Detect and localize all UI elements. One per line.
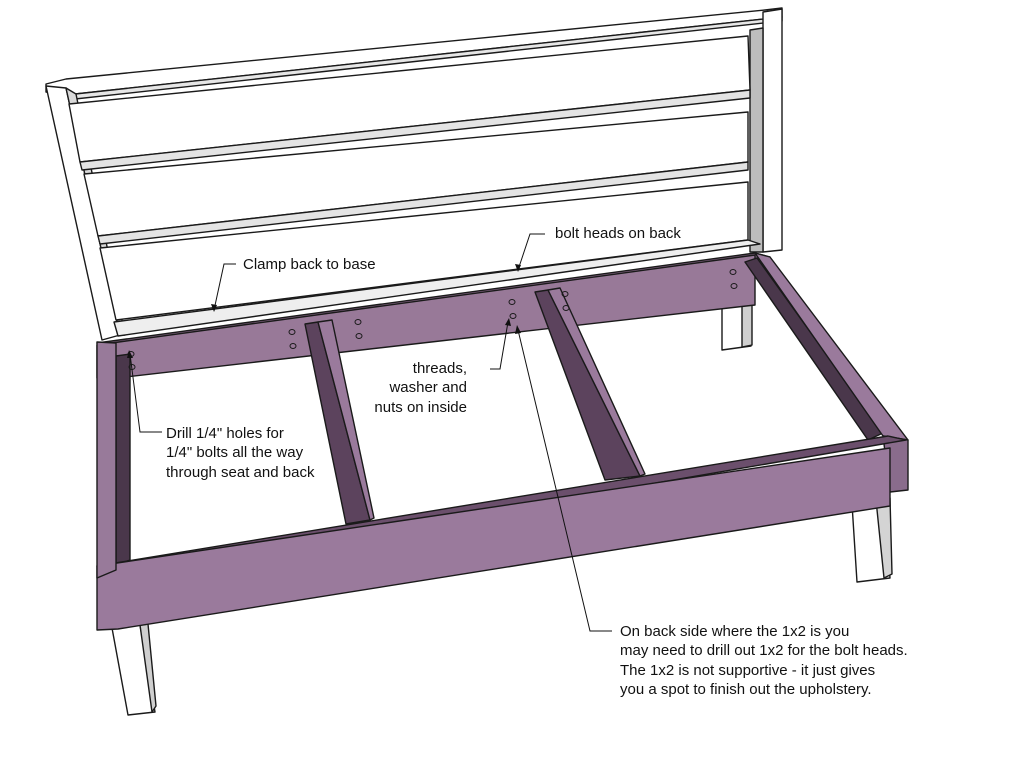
- bolt-hole: [354, 319, 362, 325]
- seat-right-rail-inner: [744, 257, 884, 441]
- label-threads-line-1: threads,: [413, 360, 467, 377]
- bolt-hole: [561, 291, 569, 297]
- label-drill-line-1: Drill 1/4" holes for: [166, 425, 284, 442]
- backrest-right-post: [762, 8, 783, 253]
- seat-front-rail: [96, 447, 891, 631]
- backrest: [45, 7, 783, 341]
- label-threads-line-3: nuts on inside: [374, 399, 467, 416]
- bolt-hole: [355, 333, 363, 339]
- label-back-side-line-3: The 1x2 is not supportive - it just give…: [620, 662, 875, 679]
- seat-left-end: [96, 341, 117, 579]
- label-back-side-line-4: you a spot to finish out the upholstery.: [620, 681, 872, 698]
- leader-threads: [490, 321, 509, 370]
- bolt-hole: [730, 283, 738, 289]
- leader-lines: [127, 233, 612, 632]
- label-back-side-line-1: On back side where the 1x2 is you: [620, 623, 849, 640]
- label-back-side-line-2: may need to drill out 1x2 for the bolt h…: [620, 642, 908, 659]
- bolt-hole: [289, 343, 297, 349]
- bolt-hole: [288, 329, 296, 335]
- bolt-hole: [562, 305, 570, 311]
- seat-frame: [96, 252, 909, 716]
- label-bolt-heads: bolt heads on back: [555, 225, 681, 242]
- bolt-hole: [508, 299, 516, 305]
- leader-drill: [129, 353, 162, 433]
- leader-bolt-heads: [517, 233, 545, 271]
- bolt-hole: [509, 313, 517, 319]
- backrest-bottom-rail: [113, 239, 761, 337]
- bolt-hole: [729, 269, 737, 275]
- label-clamp: Clamp back to base: [243, 256, 376, 273]
- seat-left-rail-inner: [115, 353, 131, 566]
- label-drill-line-2: 1/4" bolts all the way: [166, 444, 304, 461]
- label-threads-line-2: washer and: [388, 379, 467, 396]
- leader-clamp: [213, 263, 236, 311]
- leader-back-side: [517, 329, 612, 632]
- label-drill-line-3: through seat and back: [166, 464, 315, 481]
